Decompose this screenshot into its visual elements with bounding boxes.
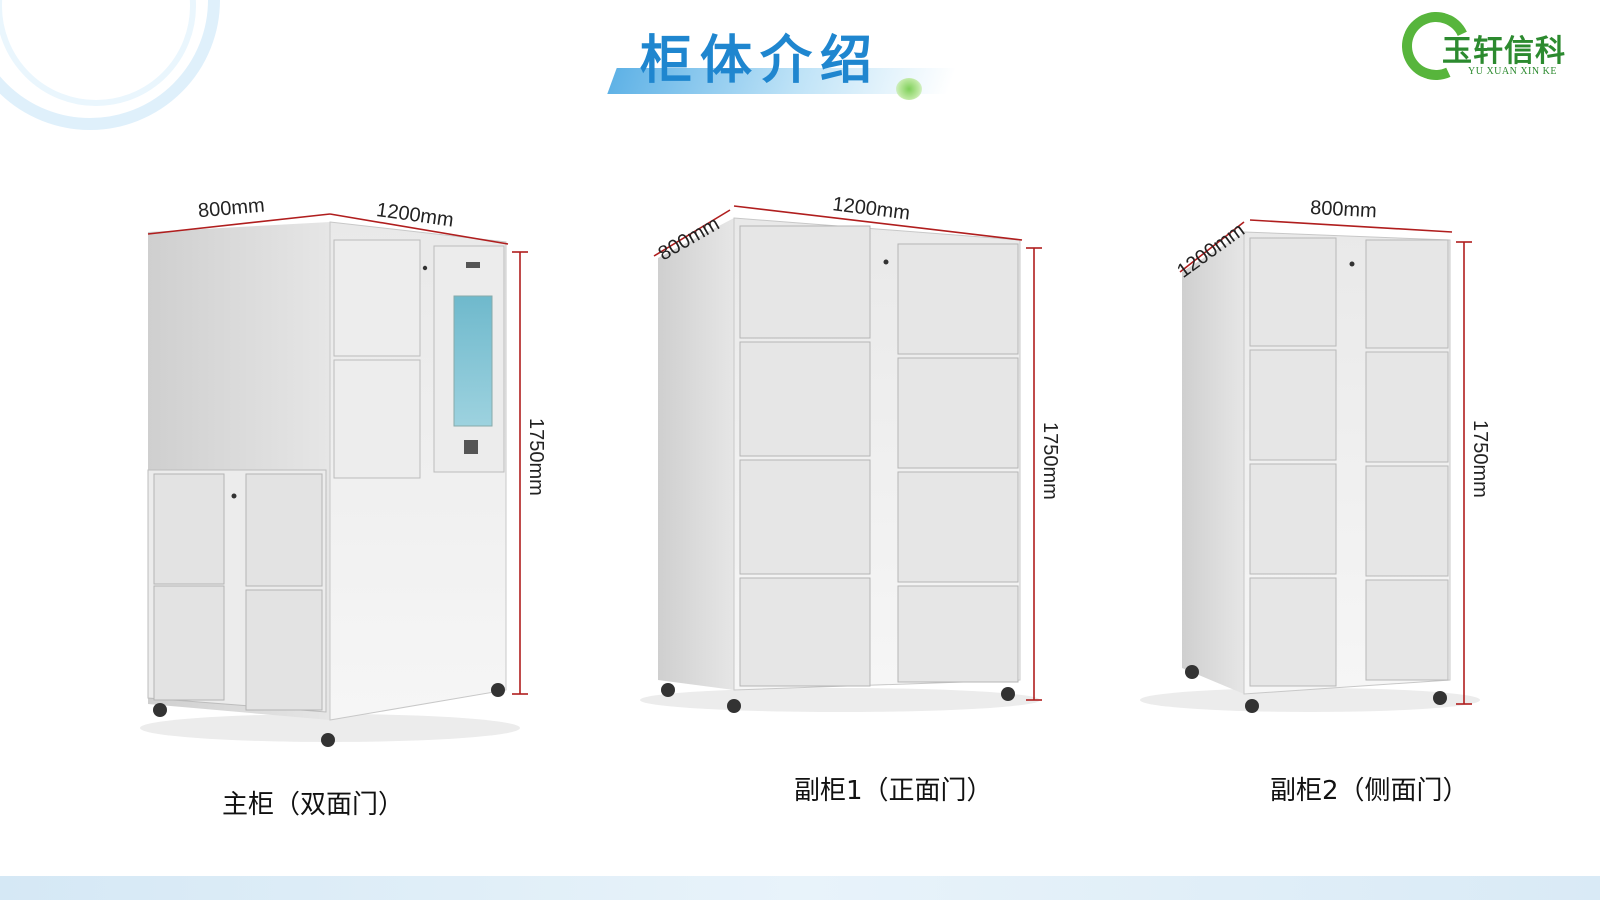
company-logo: 玉轩信科 YU XUAN XIN KE (1392, 2, 1580, 90)
sub-cabinet-2-caption: 副柜2（侧面门） (1270, 776, 1469, 806)
main-cabinet-dimension-lines (147, 213, 528, 695)
title-green-dot (896, 78, 922, 100)
main-cabinet (140, 213, 528, 747)
main-cabinet-touchscreen (453, 295, 493, 427)
logo-name: 玉轩信科 (1442, 34, 1566, 69)
main-cabinet-scanner (464, 440, 478, 454)
footer-band (0, 876, 1600, 900)
main-cabinet-height-label: 1750mm (525, 418, 547, 496)
sub-cabinet-1-dimension-lines (653, 205, 1042, 701)
page-title: 柜体介绍 (640, 31, 881, 91)
sub-cabinet-1-width-label: 1200mm (831, 193, 911, 224)
sub-cabinet-2-width-label: 800mm (1310, 197, 1378, 222)
sub-cabinet-2-dimension-lines (1179, 219, 1472, 705)
sub-cabinet-2-height-label: 1750mm (1469, 420, 1491, 498)
main-cabinet-depth-label: 1200mm (375, 199, 455, 232)
sub-cabinet-2-side-panel (1182, 232, 1244, 694)
sub-cabinet-1 (640, 205, 1042, 713)
sub-cabinet-1-caption: 副柜1（正面门） (794, 776, 993, 806)
main-cabinet-width-label: 800mm (197, 195, 265, 223)
sub-cabinet-2 (1140, 219, 1480, 713)
sub-cabinet-1-height-label: 1750mm (1039, 422, 1061, 500)
logo-subtitle: YU XUAN XIN KE (1468, 66, 1557, 77)
main-cabinet-caption: 主柜（双面门） (222, 790, 405, 820)
sub-cabinet-1-side-panel (658, 218, 734, 690)
